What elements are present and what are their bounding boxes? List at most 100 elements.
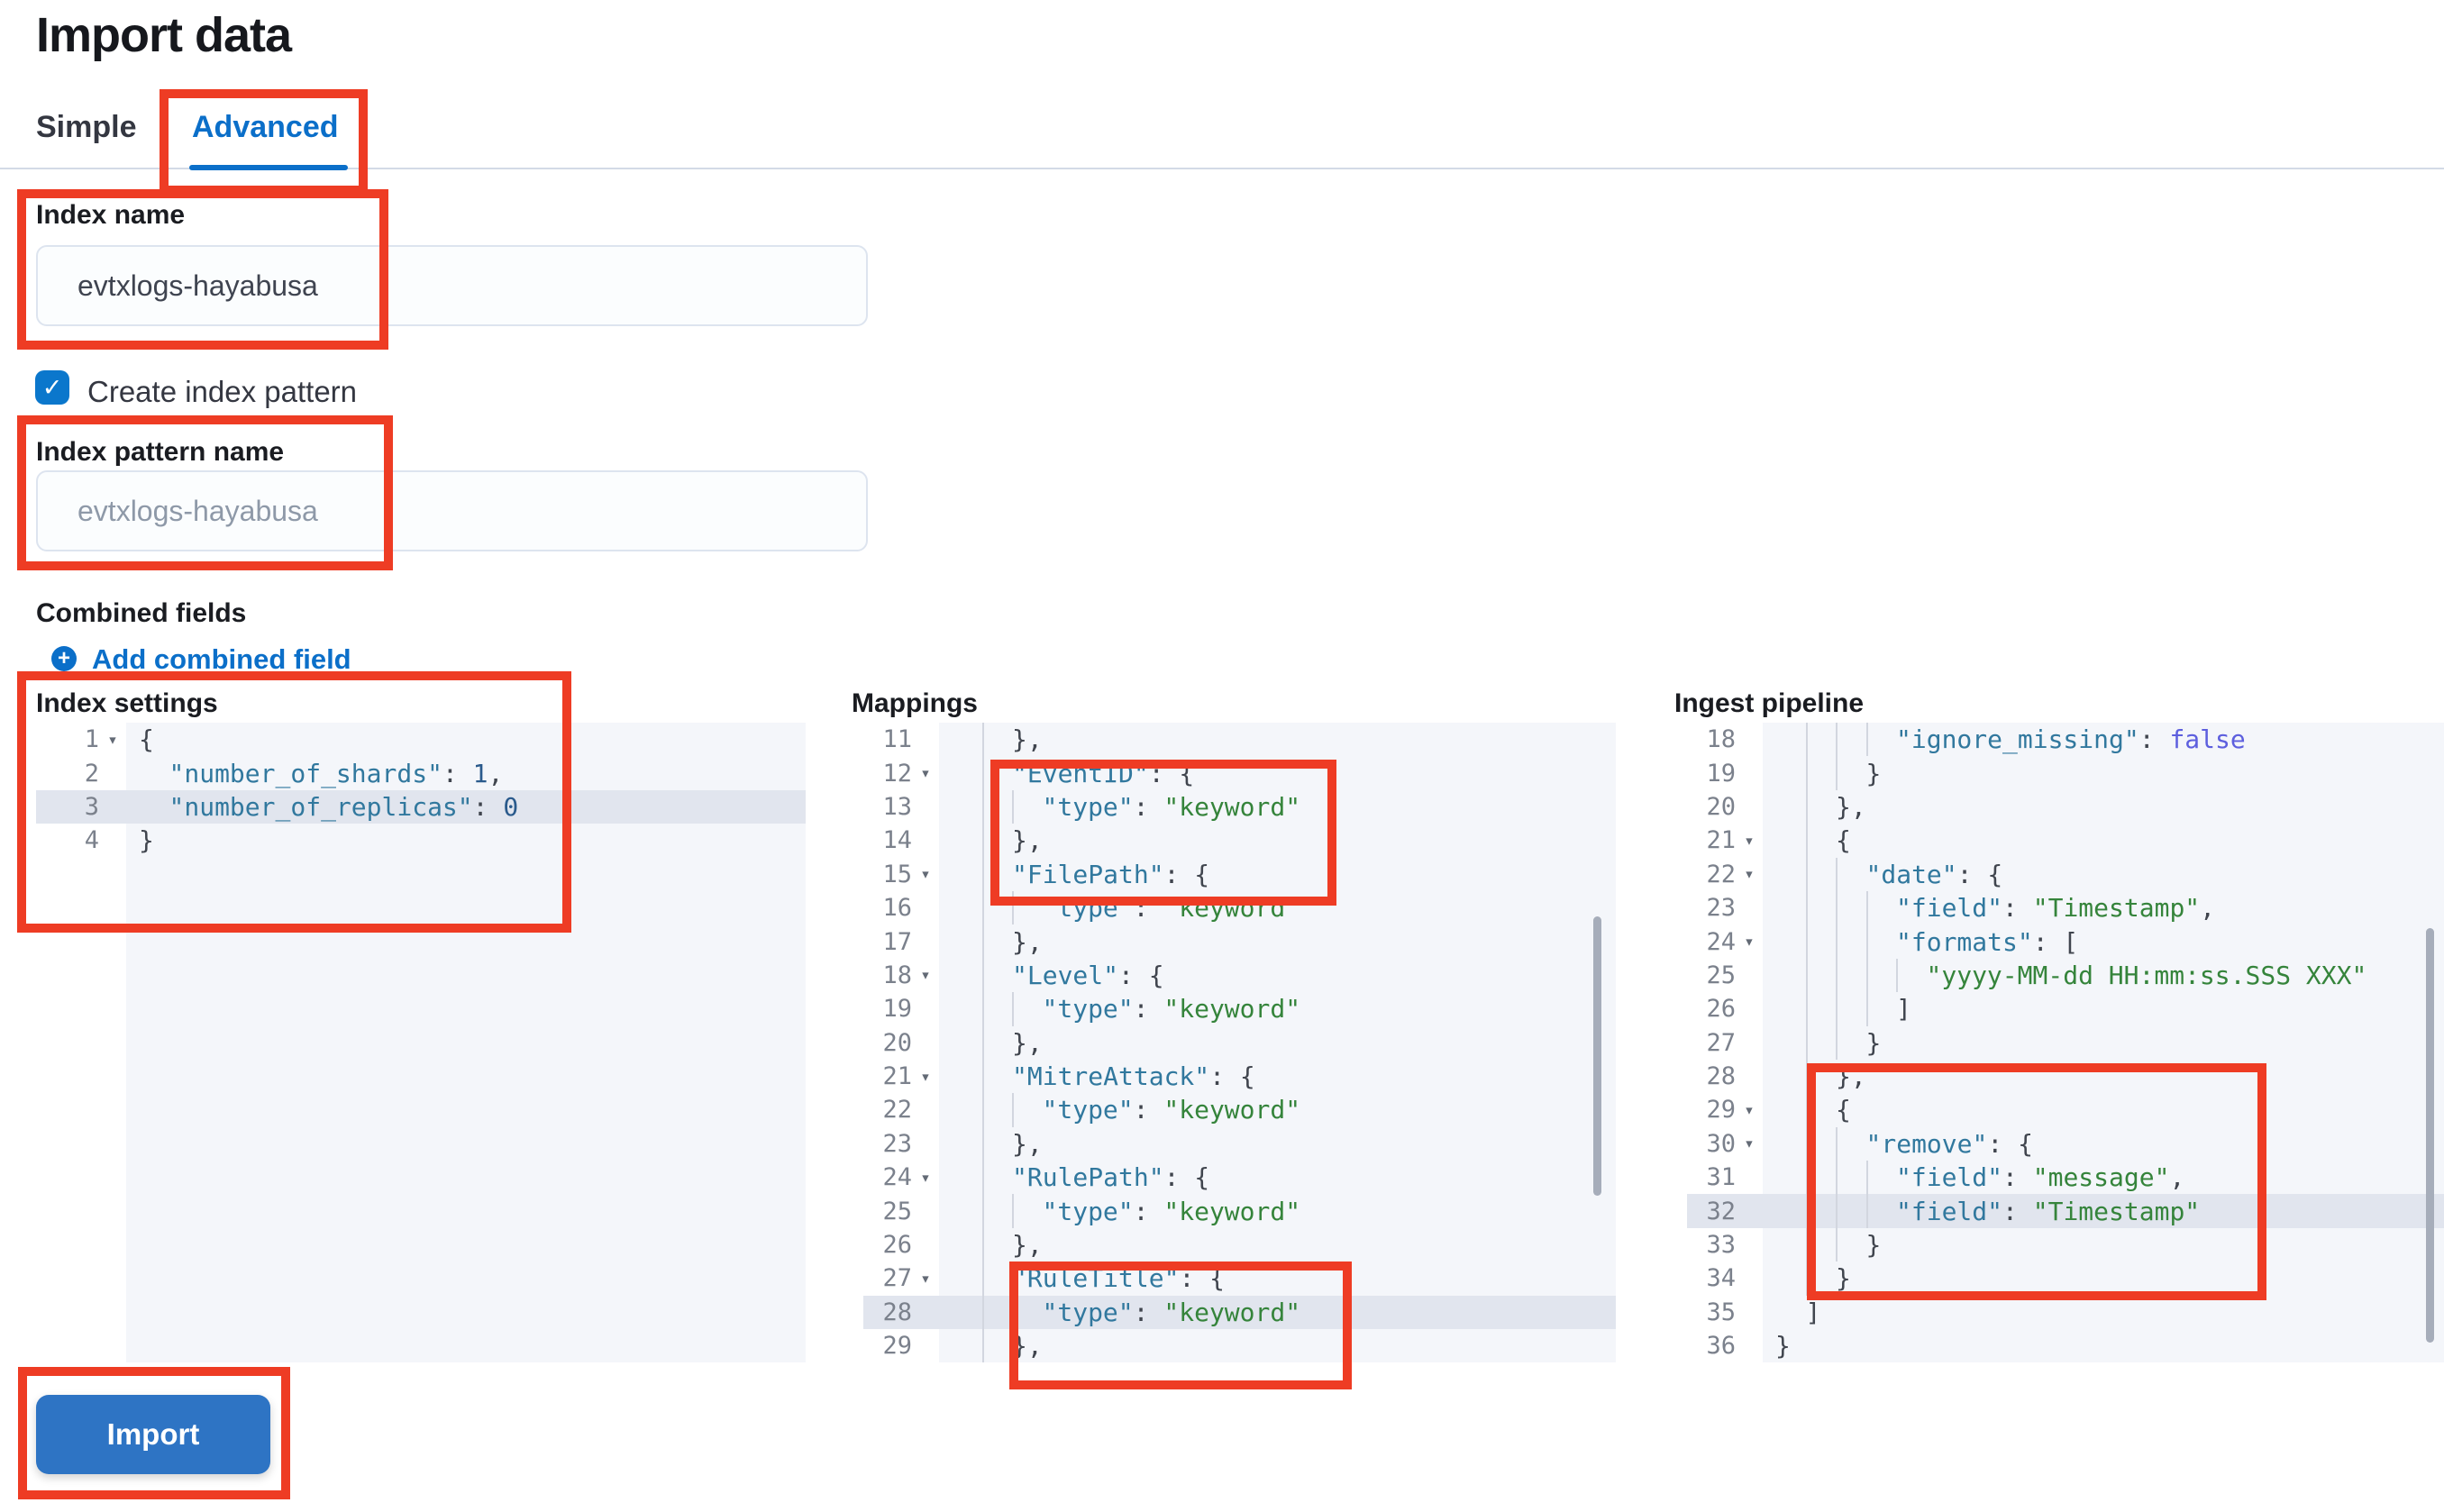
mappings-editor[interactable]: 11},12▾"EventID": {13"type": "keyword"14… (863, 723, 1616, 1362)
fold-arrow-icon[interactable]: ▾ (920, 1268, 931, 1289)
fold-arrow-icon[interactable]: ▾ (920, 864, 931, 885)
code-line: 30▾"remove": { (1687, 1126, 2444, 1161)
index-settings-label: Index settings (36, 688, 218, 718)
fold-arrow-icon[interactable]: ▾ (1744, 864, 1755, 885)
code-line: 22▾"date": { (1687, 857, 2444, 891)
ingest-scrollbar-thumb[interactable] (2426, 928, 2434, 1343)
code-line: 25"type": "keyword" (863, 1194, 1616, 1228)
import-button[interactable]: Import (36, 1395, 270, 1474)
code-line: 18"ignore_missing": false (1687, 723, 2444, 757)
fold-arrow-icon[interactable]: ▾ (920, 1167, 931, 1188)
line-number: 34 (1706, 1264, 1736, 1293)
line-number: 28 (882, 1298, 912, 1326)
code-line: 29}, (863, 1329, 1616, 1362)
fold-arrow-icon[interactable]: ▾ (1744, 830, 1755, 851)
code-line: 17}, (863, 925, 1616, 959)
line-number: 16 (882, 894, 912, 923)
code-line: 32"field": "Timestamp" (1687, 1194, 2444, 1228)
fold-arrow-icon[interactable]: ▾ (920, 965, 931, 986)
fold-arrow-icon[interactable]: ▾ (1744, 1134, 1755, 1154)
code-line: 4} (36, 824, 806, 858)
fold-arrow-icon[interactable]: ▾ (920, 763, 931, 784)
fold-arrow-icon[interactable]: ▾ (107, 729, 118, 750)
index-settings-editor[interactable]: 1▾{2"number_of_shards": 1,3"number_of_re… (36, 723, 806, 1362)
code-line: 27▾"RuleTitle": { (863, 1262, 1616, 1296)
create-index-pattern-checkbox[interactable]: ✓ (35, 370, 69, 405)
line-number: 25 (882, 1197, 912, 1225)
line-number: 18 (882, 961, 912, 989)
index-name-label: Index name (36, 200, 186, 230)
code-line: 21▾"MitreAttack": { (863, 1059, 1616, 1094)
code-line: 24▾"formats": [ (1687, 925, 2444, 959)
line-number: 33 (1706, 1231, 1736, 1260)
line-number: 18 (1706, 725, 1736, 754)
line-number: 15 (882, 860, 912, 888)
add-combined-field-link[interactable]: Add combined field (92, 643, 351, 675)
code-line: 28"type": "keyword" (863, 1295, 1616, 1330)
code-line: 18▾"Level": { (863, 958, 1616, 993)
code-line: 27} (1687, 1025, 2444, 1060)
code-line: 26] (1687, 992, 2444, 1026)
line-number: 19 (1706, 759, 1736, 788)
line-number: 27 (882, 1264, 912, 1293)
line-number: 35 (1706, 1298, 1736, 1326)
line-number: 17 (882, 927, 912, 956)
mappings-scrollbar-thumb[interactable] (1593, 916, 1601, 1196)
checkmark-icon: ✓ (41, 373, 63, 401)
line-number: 24 (1706, 927, 1736, 956)
code-line: 25"yyyy-MM-dd HH:mm:ss.SSS XXX" (1687, 958, 2444, 993)
code-line: 20}, (863, 1025, 1616, 1060)
code-line: 2"number_of_shards": 1, (36, 756, 806, 790)
line-number: 4 (84, 826, 99, 855)
fold-arrow-icon[interactable]: ▾ (1744, 1099, 1755, 1120)
tab-advanced[interactable]: Advanced (192, 110, 339, 144)
code-line: 24▾"RulePath": { (863, 1161, 1616, 1195)
fold-arrow-icon[interactable]: ▾ (1744, 932, 1755, 952)
line-number: 22 (882, 1096, 912, 1125)
index-pattern-name-input[interactable] (36, 470, 868, 551)
code-line: 11}, (863, 723, 1616, 757)
line-number: 2 (84, 759, 99, 788)
index-name-input[interactable] (36, 245, 868, 326)
line-number: 24 (882, 1163, 912, 1192)
code-line: 29▾{ (1687, 1093, 2444, 1127)
code-line: 35] (1687, 1295, 2444, 1330)
code-line: 16"type": "keyword" (863, 890, 1616, 925)
page-title: Import data (36, 8, 292, 62)
index-pattern-name-label: Index pattern name (36, 437, 285, 467)
code-line: 20}, (1687, 789, 2444, 824)
active-tab-underline (189, 165, 348, 170)
code-line: 33} (1687, 1227, 2444, 1262)
fold-arrow-icon[interactable]: ▾ (920, 1066, 931, 1087)
line-number: 26 (882, 1231, 912, 1260)
code-line: 26}, (863, 1227, 1616, 1262)
line-number: 21 (882, 1062, 912, 1091)
line-number: 23 (882, 1129, 912, 1158)
code-line: 19"type": "keyword" (863, 992, 1616, 1026)
code-line: 19} (1687, 756, 2444, 790)
code-line: 13"type": "keyword" (863, 789, 1616, 824)
mappings-label: Mappings (852, 688, 978, 718)
line-number: 32 (1706, 1197, 1736, 1225)
line-number: 29 (882, 1332, 912, 1361)
plus-in-circle-icon[interactable]: + (51, 646, 77, 671)
create-index-pattern-label: Create index pattern (87, 375, 358, 408)
code-line: 36} (1687, 1329, 2444, 1362)
line-number: 20 (1706, 792, 1736, 821)
code-line: 34} (1687, 1262, 2444, 1296)
line-number: 31 (1706, 1163, 1736, 1192)
code-line: 23}, (863, 1126, 1616, 1161)
code-line: 15▾"FilePath": { (863, 857, 1616, 891)
line-number: 20 (882, 1028, 912, 1057)
ingest-pipeline-label: Ingest pipeline (1674, 688, 1865, 718)
code-line: 28}, (1687, 1059, 2444, 1094)
line-number: 11 (882, 725, 912, 754)
code-line: 3"number_of_replicas": 0 (36, 789, 806, 824)
combined-fields-label: Combined fields (36, 598, 247, 628)
code-line: 23"field": "Timestamp", (1687, 890, 2444, 925)
code-line: 14}, (863, 824, 1616, 858)
tab-simple[interactable]: Simple (36, 110, 137, 144)
code-line: 21▾{ (1687, 824, 2444, 858)
line-number: 13 (882, 792, 912, 821)
